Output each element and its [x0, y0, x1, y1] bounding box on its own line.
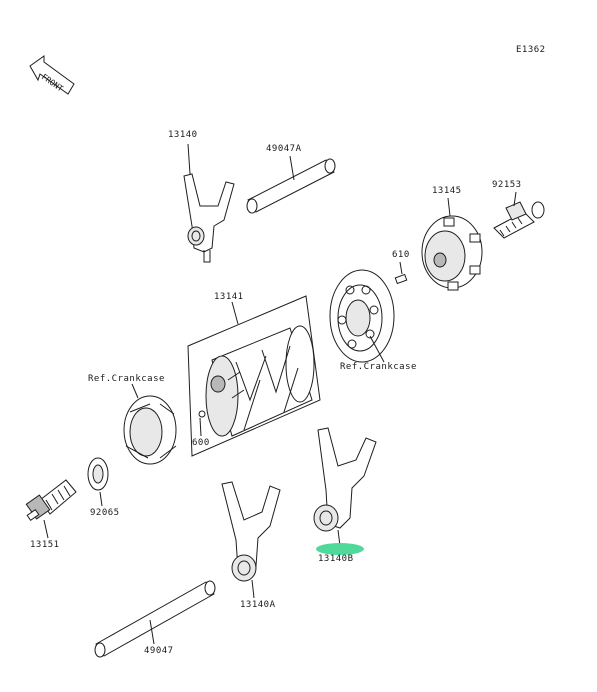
washer-92065-icon	[87, 457, 109, 491]
leader-13145	[447, 197, 451, 217]
shift-drum-13141-icon	[205, 325, 315, 437]
label-600[interactable]: 600	[192, 438, 210, 448]
leader-13151	[43, 519, 49, 539]
bearing-right-icon	[329, 269, 395, 363]
leader-610	[399, 261, 403, 275]
leader-13141	[231, 301, 239, 325]
leader-600	[199, 417, 202, 437]
label-13140A[interactable]: 13140A	[240, 600, 276, 610]
shift-fork-13140-icon	[183, 173, 235, 263]
label-92153[interactable]: 92153	[492, 180, 522, 190]
bolt-13151-icon	[25, 479, 77, 522]
shift-drum-segment-13145-icon	[421, 215, 483, 291]
label-13140[interactable]: 13140	[168, 130, 198, 140]
leader-13140	[187, 143, 191, 175]
shift-fork-13140B-icon	[313, 427, 377, 532]
label-ref-crankcase-left: Ref.Crankcase	[88, 374, 165, 384]
label-ref-crankcase-right: Ref.Crankcase	[340, 362, 417, 372]
front-arrow-icon: FRONT	[29, 55, 75, 95]
highlight-marker[interactable]	[316, 543, 364, 555]
label-610[interactable]: 610	[392, 250, 410, 260]
needle-bearing-left-icon	[123, 395, 177, 465]
pin-600-icon	[198, 410, 206, 418]
shift-fork-13140A-icon	[221, 481, 281, 582]
label-49047A[interactable]: 49047A	[266, 144, 302, 154]
bolt-92153-icon	[493, 201, 545, 239]
label-13140B[interactable]: 13140B	[318, 554, 354, 564]
leader-ref-crankcase-right	[369, 335, 385, 363]
shaft-49047A-icon	[246, 158, 336, 214]
leader-ref-crankcase-left	[131, 383, 139, 399]
leader-49047	[149, 619, 155, 645]
leader-49047A	[289, 155, 295, 181]
label-49047[interactable]: 49047	[144, 646, 174, 656]
diagram-code: E1362	[516, 45, 546, 55]
drum-bounding-box	[187, 295, 321, 457]
label-13141[interactable]: 13141	[214, 292, 244, 302]
label-13151[interactable]: 13151	[30, 540, 60, 550]
label-92065[interactable]: 92065	[90, 508, 120, 518]
shaft-49047-icon	[94, 580, 216, 658]
leader-13140A	[251, 579, 255, 599]
leader-92153	[513, 191, 517, 207]
leader-92065	[99, 491, 103, 507]
pin-610-icon	[394, 273, 408, 285]
label-13145[interactable]: 13145	[432, 186, 462, 196]
